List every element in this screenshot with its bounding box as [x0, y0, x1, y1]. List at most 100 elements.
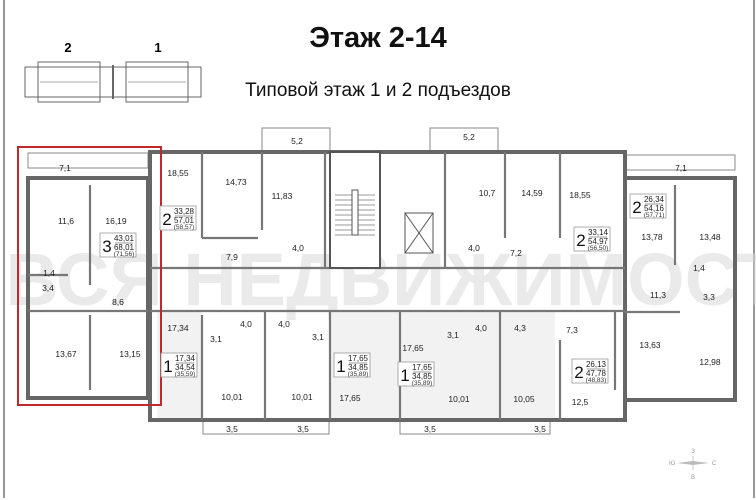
room-area: 3,5 — [534, 424, 546, 434]
page-subtitle: Типовой этаж 1 и 2 подъездов — [245, 80, 511, 101]
room-area: 12,5 — [572, 397, 589, 407]
room-area: 10,01 — [448, 394, 470, 404]
apartment-total-with-balcony: (35,89) — [348, 371, 369, 378]
page-title: Этаж 2-14 — [309, 22, 447, 54]
room-area: 3,1 — [210, 334, 222, 344]
room-area: 14,59 — [521, 188, 543, 198]
room-area: 10,01 — [291, 392, 313, 402]
room-area: 4,0 — [278, 319, 290, 329]
room-area: 4,0 — [468, 243, 480, 253]
apartment-rooms: 2 — [574, 363, 583, 382]
apartment-box[interactable]: 1 17,65 34,85 (35,89) — [397, 361, 435, 387]
balconies — [27, 127, 736, 435]
room-area: 18,55 — [167, 168, 189, 178]
apartment-living-area: 26,34 — [644, 195, 665, 204]
room-area: 1,4 — [43, 268, 55, 278]
room-area: 4,0 — [292, 243, 304, 253]
apartment-total-with-balcony: (57,71) — [644, 212, 665, 219]
room-area: 10,05 — [513, 394, 535, 404]
room-area: 11,83 — [272, 191, 293, 201]
room-area: 13,63 — [639, 340, 661, 350]
apartment-rooms: 2 — [162, 210, 171, 229]
apartment-rooms: 1 — [336, 357, 345, 376]
walls — [26, 150, 737, 422]
apartment-total-area: 47,78 — [586, 369, 607, 378]
compass-west: Ю — [669, 461, 675, 467]
apartment-rooms: 2 — [632, 198, 641, 217]
room-area: 3,5 — [297, 424, 309, 434]
apartment-total-area: 54,16 — [644, 204, 665, 213]
apartment-total-with-balcony: (58,57) — [174, 224, 195, 231]
apartment-total-area: 54,97 — [588, 237, 609, 246]
room-area: 8,6 — [112, 297, 124, 307]
apartment-living-area: 33,28 — [174, 207, 195, 216]
apartment-total-with-balcony: (56,50) — [588, 245, 609, 252]
room-area: 13,67 — [55, 349, 77, 359]
room-area: 7,2 — [510, 248, 522, 258]
room-area: 1,4 — [693, 263, 705, 273]
highlighted-apartment-frame[interactable] — [17, 146, 162, 406]
apartment-total-area: 68,01 — [114, 243, 135, 252]
apartment-box[interactable]: 2 26,34 54,16 (57,71) — [629, 193, 667, 219]
apartment-living-area: 43,01 — [114, 234, 135, 243]
room-area: 10,01 — [221, 392, 243, 402]
apartment-box[interactable]: 2 33,28 57,01 (58,57) — [159, 205, 197, 231]
room-area: 17,65 — [339, 393, 361, 403]
apartment-rooms: 1 — [163, 357, 172, 376]
room-area: 13,48 — [699, 232, 721, 242]
room-area: 7,9 — [226, 252, 238, 262]
apartment-living-area: 26,13 — [586, 360, 607, 369]
compass-east: С — [712, 461, 717, 467]
apartment-box[interactable]: 2 33,14 54,97 (56,50) — [573, 226, 611, 252]
compass-north: З — [691, 449, 695, 455]
key-plan: 2 1 — [24, 40, 202, 103]
apartment-box[interactable]: 1 17,65 34,85 (35,89) — [333, 352, 371, 378]
image-frame — [3, 0, 755, 498]
apartment-total-with-balcony: (71,56) — [114, 251, 135, 258]
room-area: 7,1 — [59, 163, 71, 173]
room-area: 3,1 — [312, 332, 324, 342]
room-area: 13,78 — [641, 232, 663, 242]
room-area: 10,7 — [479, 188, 496, 198]
stairwell — [329, 151, 434, 269]
apartment-rooms: 1 — [400, 366, 409, 385]
compass-icon: З Ю С В — [669, 449, 717, 481]
apartment-rooms: 2 — [576, 231, 585, 250]
room-area: 7,1 — [675, 163, 687, 173]
room-area: 13,15 — [119, 349, 141, 359]
key-entrance-2: 2 — [64, 40, 71, 55]
room-area: 3,5 — [226, 424, 238, 434]
room-area: 7,3 — [566, 325, 578, 335]
room-area: 18,55 — [569, 190, 591, 200]
apartment-living-area: 17,65 — [412, 363, 433, 372]
room-area-labels: 7,1 11,6 16,19 1,4 3,4 8,6 13,67 13,15 1… — [42, 132, 721, 434]
apartment-total-area: 34,85 — [412, 372, 433, 381]
apartment-total-with-balcony: (35,59) — [175, 371, 196, 378]
room-area: 14,73 — [225, 177, 247, 187]
room-area: 3,1 — [447, 330, 459, 340]
room-area: 12,98 — [699, 357, 721, 367]
apartment-rooms: 3 — [102, 237, 111, 256]
room-area: 3,3 — [703, 292, 715, 302]
apartment-total-area: 34,54 — [175, 363, 196, 372]
room-area: 4,0 — [475, 323, 487, 333]
apartment-box[interactable]: 3 43,01 68,01 (71,56) — [99, 232, 137, 258]
apartment-total-with-balcony: (48,83) — [586, 377, 607, 384]
room-area: 3,5 — [424, 424, 436, 434]
key-entrance-1: 1 — [154, 40, 161, 55]
room-area: 4,3 — [514, 323, 526, 333]
apartment-box[interactable]: 2 26,13 47,78 (48,83) — [571, 358, 609, 384]
apartment-living-area: 17,65 — [348, 354, 369, 363]
room-area: 11,6 — [58, 216, 74, 226]
apartment-box[interactable]: 1 17,34 34,54 (35,59) — [160, 352, 198, 378]
apartment-total-area: 57,01 — [174, 216, 195, 225]
room-area: 5,2 — [291, 136, 303, 146]
room-area: 17,65 — [402, 343, 424, 353]
room-area: 16,19 — [105, 216, 127, 226]
compass-south: В — [691, 475, 695, 481]
room-area: 11,3 — [650, 290, 666, 300]
room-area: 3,4 — [42, 283, 54, 293]
room-area: 4,0 — [240, 319, 252, 329]
apartment-living-area: 33,14 — [588, 228, 609, 237]
